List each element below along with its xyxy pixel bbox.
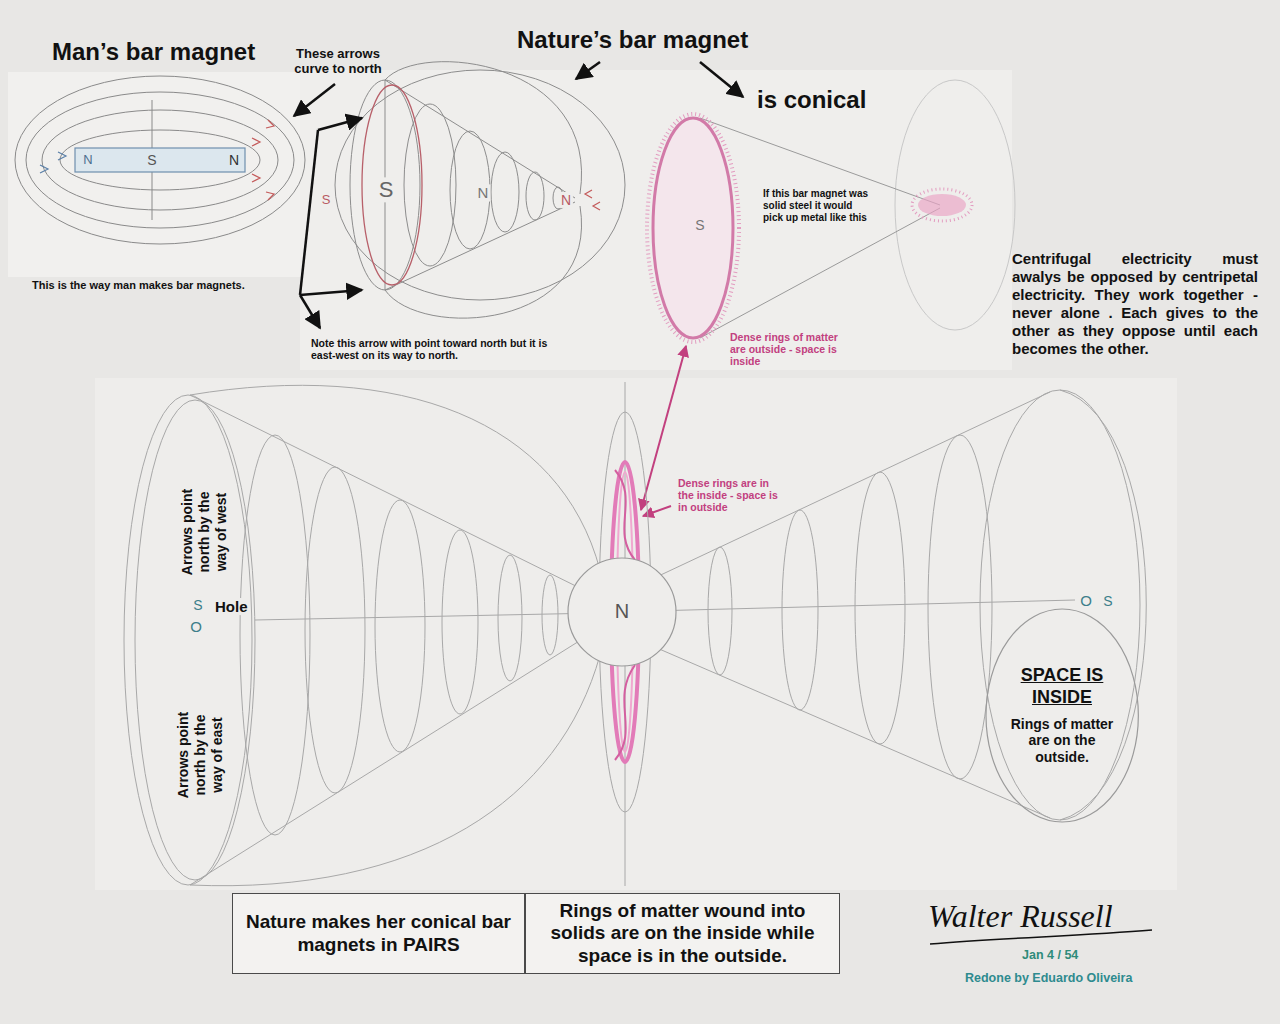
pointer-arrow	[300, 295, 320, 328]
node-text: Rings of matter are on the outside.	[1004, 716, 1119, 766]
field-line	[190, 385, 600, 570]
note: This is the way man makes bar magnets.	[32, 279, 245, 292]
cone-base	[350, 80, 420, 290]
metal-cluster	[918, 194, 966, 216]
heading: is conical	[757, 86, 866, 114]
red-ring	[362, 85, 422, 285]
cone-ring	[542, 575, 558, 655]
pole-letter: O	[188, 618, 204, 635]
cone-ring	[240, 435, 310, 835]
note: Dense rings are in the inside - space is…	[676, 478, 784, 513]
pole-letter: S	[1101, 593, 1114, 609]
cone-base	[980, 390, 1140, 820]
dense-ring	[653, 118, 733, 338]
text-box: Rings of matter wound into solids are on…	[525, 893, 840, 974]
dense-ring	[647, 114, 739, 342]
pole-letter: S	[191, 597, 204, 613]
field-line	[190, 655, 600, 886]
pointer-arrow	[700, 62, 743, 97]
cone-ring	[375, 500, 425, 752]
field-arrow	[266, 192, 274, 200]
node-outline-shape	[568, 558, 676, 666]
panel	[8, 72, 300, 277]
cone-line	[385, 80, 575, 290]
note: These arrows curve to north	[282, 47, 394, 77]
cone-line	[650, 392, 1050, 818]
node-outline-shape	[986, 609, 1138, 822]
cone-ring	[491, 152, 519, 232]
date: Jan 4 / 54	[1022, 948, 1078, 962]
field-line	[385, 206, 582, 318]
pointer-arrow	[294, 84, 335, 116]
node-outline	[985, 608, 1139, 823]
field-arrow	[58, 152, 66, 160]
note: Note this arrow with point toward north …	[311, 338, 551, 362]
field-line	[26, 92, 294, 228]
pole-letter: S	[320, 193, 333, 208]
field-line	[895, 80, 1015, 330]
cone-ring	[450, 131, 490, 249]
credit: Redone by Eduardo Oliveira	[965, 971, 1132, 985]
pole-letter: N	[227, 152, 241, 168]
field-arrow	[585, 190, 592, 198]
part-name: Hole	[213, 598, 250, 615]
field-line	[60, 130, 260, 190]
field-arrow	[40, 165, 48, 173]
field-arrow	[252, 138, 260, 146]
cone-base	[135, 400, 255, 880]
cone-ring	[404, 104, 456, 266]
pole-letter: S	[377, 177, 396, 202]
node-text: SPACE IS INSIDE	[1004, 665, 1119, 707]
space-ellipse: SPACE IS INSIDE Rings of matter are on th…	[985, 608, 1139, 823]
rotated-note: Arrows point north by the way of west	[179, 477, 229, 587]
pole-letter: N	[476, 184, 491, 201]
field-arrow	[266, 120, 274, 128]
note: If this bar magnet was solid steel it wo…	[763, 188, 871, 223]
heading: Nature’s bar magnet	[517, 26, 748, 54]
node-text: Nature makes her conical bar magnets in …	[241, 911, 516, 956]
cone-line	[700, 118, 940, 338]
pole-letter: S	[693, 217, 706, 233]
field-line	[42, 110, 278, 210]
pole-letter: O	[1078, 592, 1094, 609]
text-box: Nature makes her conical bar magnets in …	[232, 893, 525, 974]
pointer-arrow	[318, 118, 362, 130]
rotated-note: Arrows point north by the way of east	[175, 700, 225, 810]
pole-letter: S	[145, 152, 158, 168]
cone-ring	[928, 435, 992, 779]
panel	[95, 378, 1177, 890]
cone-ring	[526, 172, 544, 220]
cone-ring	[305, 467, 365, 793]
cone-ring	[782, 510, 818, 710]
panel	[300, 70, 1012, 370]
metal-cluster	[912, 189, 972, 221]
heading: Man’s bar magnet	[52, 38, 255, 66]
pointer-arrow	[300, 290, 362, 295]
bracket-line	[300, 130, 318, 295]
pole-circle: N	[567, 557, 677, 667]
paragraph: Centrifugal electricity must awalys be o…	[1012, 250, 1258, 358]
note: Dense rings of matter are outside - spac…	[730, 332, 840, 367]
field-arrow	[593, 202, 600, 210]
pointer-arrow	[576, 62, 600, 79]
signature: Walter Russell	[928, 898, 1113, 935]
node-text: N	[615, 600, 629, 624]
node-text: Rings of matter wound into solids are on…	[534, 900, 831, 967]
bar-magnet	[75, 148, 245, 172]
cone-ring	[498, 555, 522, 681]
field-arrow	[252, 174, 260, 182]
pole-letter: N	[559, 192, 573, 208]
cone-base	[124, 395, 252, 885]
cone-ring	[708, 547, 732, 675]
field-line	[15, 76, 305, 244]
cone-ring	[442, 530, 478, 714]
pole-letter: N	[81, 153, 94, 168]
cone-ring	[855, 472, 905, 744]
